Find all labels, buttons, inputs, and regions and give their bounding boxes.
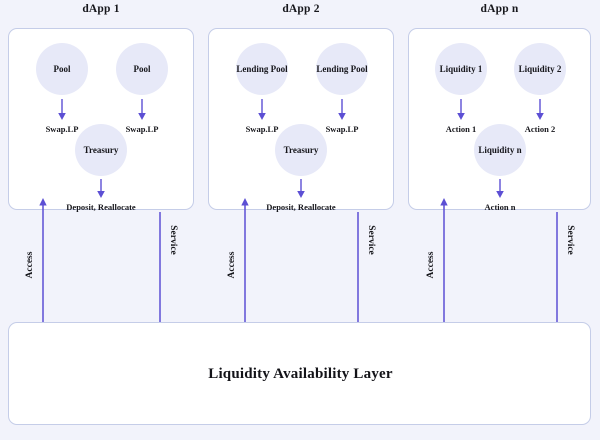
panel-title-dapp-n: dApp n <box>480 3 519 15</box>
arrow-liquidity-2-to-action-2 <box>535 99 546 121</box>
node-pool-1a[interactable]: Pool <box>36 43 88 95</box>
node-lending-pool-2a[interactable]: Lending Pool <box>236 43 288 95</box>
connector-access-dapp-2 <box>239 197 251 337</box>
liquidity-availability-layer-title: Liquidity Availability Layer <box>208 366 393 382</box>
panel-title-dapp-1: dApp 1 <box>82 3 120 15</box>
connector-access-dapp-1 <box>37 197 49 337</box>
edge-label-swaplp-1a: Swap.LP <box>45 124 79 134</box>
arrow-liquidity-1-to-action-1 <box>456 99 467 121</box>
connector-access-dapp-n <box>438 197 450 337</box>
connector-label-service-dapp-1: Service <box>168 225 178 255</box>
edge-label-swaplp-1b: Swap.LP <box>125 124 159 134</box>
node-label: Liquidity 1 <box>439 63 483 74</box>
arrow-treasury-2-to-deposit <box>296 179 307 199</box>
node-liquidity-2[interactable]: Liquidity 2 <box>514 43 566 95</box>
node-liquidity-n[interactable]: Liquidity n <box>474 124 526 176</box>
arrow-pool-1b-to-swaplp <box>137 99 148 121</box>
edge-label-deposit-reallocate-2: Deposit, Reallocate <box>266 202 336 212</box>
node-treasury-2[interactable]: Treasury <box>275 124 327 176</box>
connector-label-access-dapp-1: Access <box>25 251 35 279</box>
edge-label-action-1: Action 1 <box>445 124 477 134</box>
edge-label-action-2: Action 2 <box>524 124 556 134</box>
edge-label-deposit-reallocate-1: Deposit, Reallocate <box>66 202 136 212</box>
node-liquidity-1[interactable]: Liquidity 1 <box>435 43 487 95</box>
arrow-liquidity-n-to-action-n <box>495 179 506 199</box>
node-label: Liquidity 2 <box>518 63 562 74</box>
node-label: Pool <box>53 63 71 74</box>
node-pool-1b[interactable]: Pool <box>116 43 168 95</box>
panel-dapp-2: Lending Pool Swap.LP Lending Pool Swap.L… <box>208 28 394 212</box>
arrow-lending-pool-2b-to-swaplp <box>337 99 348 121</box>
node-treasury-1[interactable]: Treasury <box>75 124 127 176</box>
arrow-pool-1a-to-swaplp <box>57 99 68 121</box>
connector-label-access-dapp-2: Access <box>227 251 237 279</box>
node-label: Liquidity n <box>478 144 522 155</box>
liquidity-availability-layer-box: Liquidity Availability Layer <box>8 322 591 425</box>
connector-service-dapp-n <box>551 212 563 336</box>
node-label: Lending Pool <box>236 63 288 74</box>
node-label: Treasury <box>83 144 119 155</box>
arrow-lending-pool-2a-to-swaplp <box>257 99 268 121</box>
edge-label-swaplp-2b: Swap.LP <box>325 124 359 134</box>
node-label: Treasury <box>283 144 319 155</box>
node-label: Lending Pool <box>316 63 368 74</box>
node-label: Pool <box>133 63 151 74</box>
connector-label-access-dapp-n: Access <box>426 251 436 279</box>
arrow-treasury-1-to-deposit <box>96 179 107 199</box>
panel-dapp-n: Liquidity 1 Action 1 Liquidity 2 Action … <box>408 28 591 212</box>
connector-label-service-dapp-2: Service <box>366 225 376 255</box>
edge-label-swaplp-2a: Swap.LP <box>245 124 279 134</box>
connector-label-service-dapp-n: Service <box>565 225 575 255</box>
edge-label-action-n: Action n <box>484 202 516 212</box>
panel-dapp-1: Pool Swap.LP Pool Swap.LP Treasury <box>8 28 194 212</box>
connector-service-dapp-1 <box>154 212 166 336</box>
node-lending-pool-2b[interactable]: Lending Pool <box>316 43 368 95</box>
connector-service-dapp-2 <box>352 212 364 336</box>
panel-title-dapp-2: dApp 2 <box>282 3 320 15</box>
